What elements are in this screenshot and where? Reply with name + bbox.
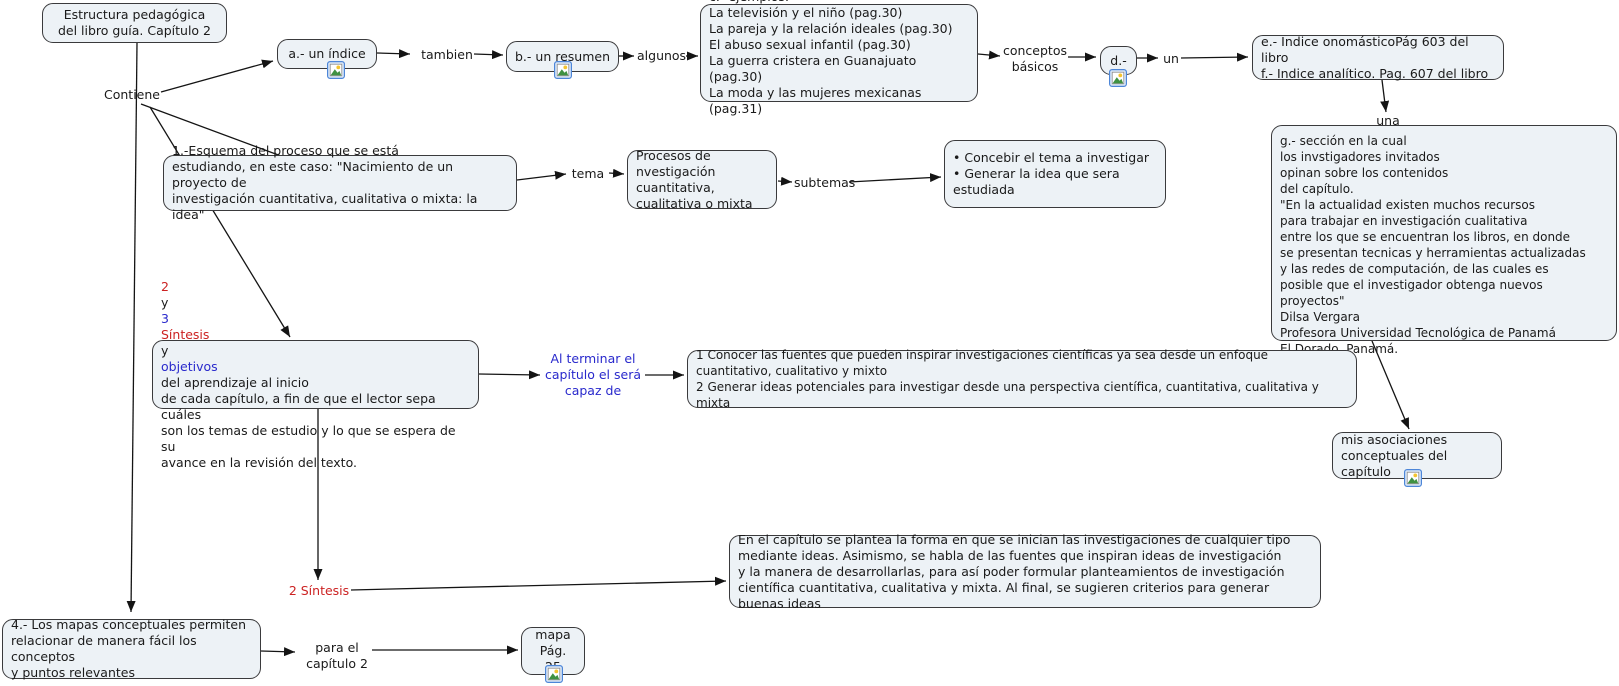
node-seccion-g[interactable]: g.- sección en la cual los invstigadores… [1271,125,1617,356]
image-resource-icon[interactable] [1404,469,1422,487]
image-resource-icon[interactable] [554,61,572,79]
link-conceptos-basicos[interactable]: conceptos básicos [1002,43,1067,74]
link-tema[interactable]: tema [571,166,605,181]
node-indice[interactable]: a.- un índice [277,39,377,69]
node-mapas-conceptuales[interactable]: 4.- Los mapas conceptuales permiten rela… [2,617,261,680]
link-algunos[interactable]: algunos [637,48,687,63]
link-una[interactable]: una [1376,113,1400,128]
node-indices-e-f[interactable]: e.- Indice onomásticoPág 603 del libro f… [1252,34,1504,81]
image-resource-icon[interactable] [1109,69,1127,87]
node-subtemas-lista[interactable]: • Concebir el tema a investigar • Genera… [944,140,1166,208]
link-al-terminar[interactable]: Al terminar el capítulo el será capaz de [545,351,641,398]
node-ejemplos[interactable]: c.- ejemplos: La televisión y el niño (p… [700,0,978,116]
node-resumen[interactable]: b.- un resumen [506,41,619,72]
node-sintesis-objetivos[interactable]: 2 y 3 Síntesis y objetivos del aprendiza… [152,279,479,470]
node-procesos-investigacion[interactable]: Procesos de nvestigación cuantitativa, c… [627,148,777,211]
node-estructura-pedagogica[interactable]: Estructura pedagógica del libro guía. Ca… [42,3,227,43]
image-resource-icon[interactable] [545,665,563,683]
node-esquema[interactable]: 1.-Esquema del proceso que se está estud… [163,143,517,222]
link-subtemas[interactable]: subtemas [794,175,856,190]
node-objetivos-capitulo[interactable]: 1 Conocer las fuentes que pueden inspira… [687,348,1357,410]
link-un[interactable]: un [1163,51,1179,66]
image-resource-icon[interactable] [327,61,345,79]
link-sintesis-2[interactable]: 2 Síntesis [288,583,350,598]
node-resumen-capitulo[interactable]: En el capítulo se plantea la forma en qu… [729,532,1321,611]
link-para-el-capitulo-2[interactable]: para el capítulo 2 [306,640,368,671]
link-tambien[interactable]: tambien [421,47,473,62]
link-contiene[interactable]: Contiene [104,87,160,102]
